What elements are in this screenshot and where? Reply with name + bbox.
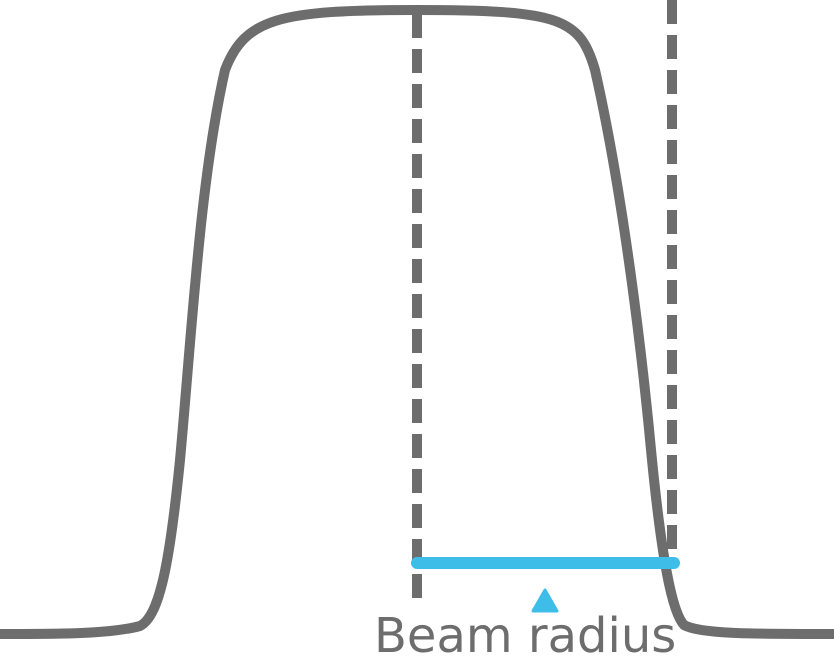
- beam-profile-curve: [0, 5, 834, 639]
- triangle-up-icon: [531, 588, 559, 613]
- beam-radius-label: Beam radius: [374, 608, 677, 664]
